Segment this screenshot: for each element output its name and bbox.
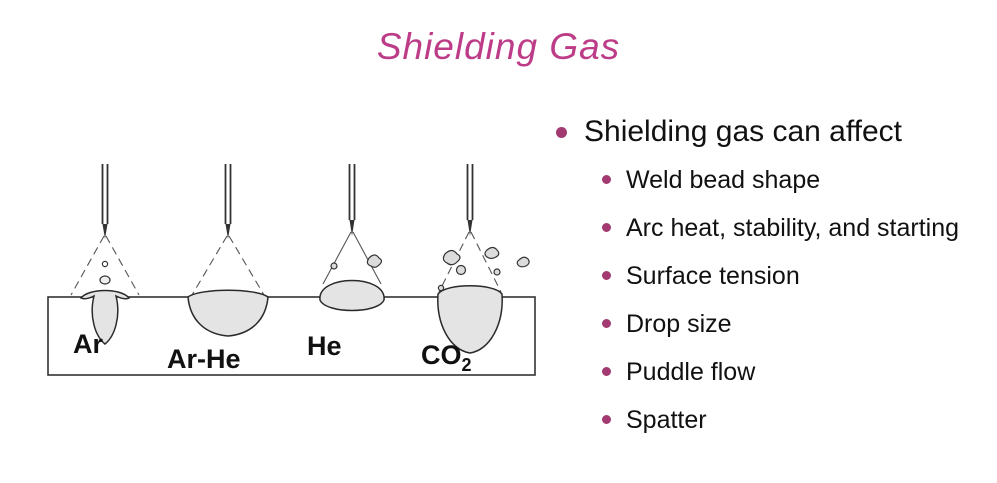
electrode-tip <box>349 220 355 236</box>
gas-label-co2-base: CO <box>421 340 462 370</box>
droplet <box>99 275 111 285</box>
sub-bullet-list: Weld bead shape Arc heat, stability, and… <box>602 164 988 436</box>
sub-bullet-text: Spatter <box>626 406 707 434</box>
gas-label-co2: CO2 <box>421 340 472 375</box>
main-bullet-text: Shielding gas can affect <box>584 115 903 148</box>
spatter-blob <box>516 256 530 268</box>
sub-bullet-text: Arc heat, stability, and starting <box>626 214 960 242</box>
droplet <box>101 260 109 268</box>
sub-bullet-text: Surface tension <box>626 262 800 290</box>
page-title: Shielding Gas <box>376 26 621 67</box>
bullet-dot <box>602 415 611 424</box>
list-item: Surface tension <box>602 260 988 292</box>
station-he: He <box>307 164 385 361</box>
list-item: Arc heat, stability, and starting <box>602 212 988 244</box>
station-ar: Ar <box>70 164 140 359</box>
bullet-dot <box>602 367 611 376</box>
sub-bullet-text: Drop size <box>626 310 732 338</box>
gas-label-ar: Ar <box>73 329 103 359</box>
bullet-dot <box>556 127 567 138</box>
weld-diagram-svg: Ar Ar-He He <box>47 164 536 376</box>
weld-bead-co2 <box>437 285 503 354</box>
bullet-dot <box>602 319 611 328</box>
main-bullet-item: Shielding gas can affect <box>556 114 988 150</box>
sub-bullet-text: Puddle flow <box>626 358 756 386</box>
list-item: Puddle flow <box>602 356 988 388</box>
gas-label-ar-he: Ar-He <box>167 344 241 374</box>
electrode-tip <box>225 224 231 239</box>
list-item: Drop size <box>602 308 988 340</box>
weld-bead-ar <box>79 289 131 345</box>
bullet-dot <box>602 223 611 232</box>
weld-bead-ar-he <box>187 289 269 337</box>
spatter-blob <box>366 254 383 268</box>
spatter-blob <box>330 262 338 270</box>
bullet-list: Shielding gas can affect Weld bead shape… <box>556 114 988 436</box>
station-co2: CO2 <box>421 164 530 375</box>
shielding-gas-diagram: Ar Ar-He He <box>25 112 555 412</box>
electrode-tip <box>467 220 473 236</box>
weld-bead-he <box>319 279 385 312</box>
bullet-dot <box>602 175 611 184</box>
spatter-blob <box>455 264 467 276</box>
electrode-tip <box>102 224 108 239</box>
sub-bullet-text: Weld bead shape <box>626 166 821 194</box>
spatter-blob <box>442 249 461 266</box>
list-item: Weld bead shape <box>602 164 988 196</box>
list-item: Spatter <box>602 404 988 436</box>
station-ar-he: Ar-He <box>167 164 269 374</box>
spatter-blob <box>493 268 501 276</box>
gas-label-he: He <box>307 331 342 361</box>
spatter-blob <box>484 246 500 260</box>
bullet-dot <box>602 271 611 280</box>
gas-label-co2-subscript: 2 <box>462 355 472 375</box>
